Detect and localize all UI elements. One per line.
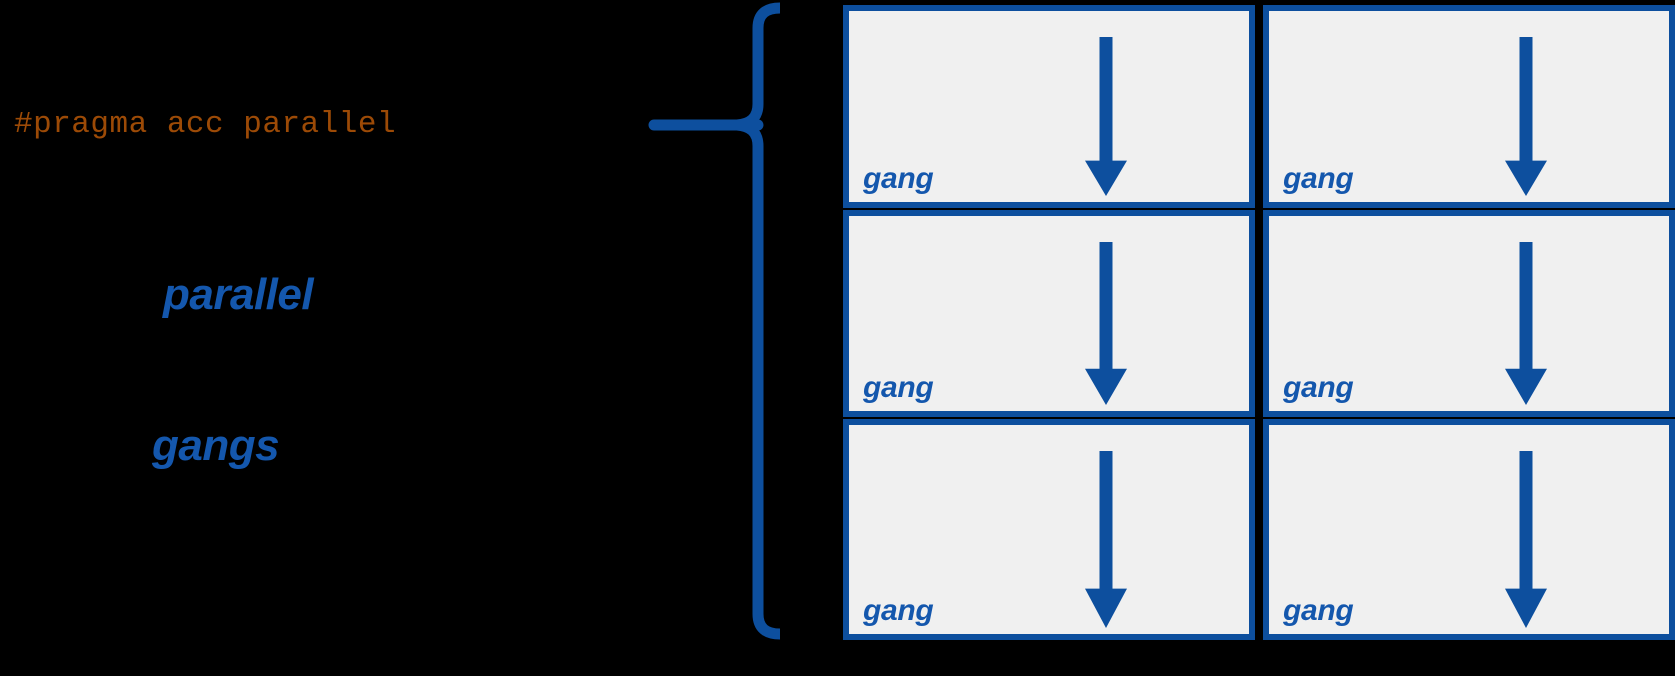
- gang-cell: gang: [1263, 419, 1675, 640]
- down-arrow-icon: [1085, 242, 1127, 405]
- gang-label: gang: [1283, 162, 1354, 195]
- gang-label: gang: [1283, 594, 1354, 627]
- gang-cell: gang: [1263, 5, 1675, 208]
- down-arrow-icon: [1505, 451, 1547, 628]
- gang-label: gang: [863, 594, 934, 627]
- annotation-parallel: parallel: [163, 270, 314, 319]
- pragma-code-text: #pragma acc parallel: [14, 107, 397, 142]
- gang-grid: gang gang gang gang: [843, 5, 1675, 640]
- down-arrow-icon: [1505, 242, 1547, 405]
- gang-label: gang: [1283, 371, 1354, 404]
- gang-label: gang: [863, 371, 934, 404]
- annotation-gangs: gangs: [152, 421, 280, 470]
- down-arrow-icon: [1505, 37, 1547, 196]
- gang-cell: gang: [843, 210, 1255, 417]
- gang-cell: gang: [843, 419, 1255, 640]
- gang-cell: gang: [843, 5, 1255, 208]
- curly-brace-icon: [648, 2, 780, 640]
- gang-label: gang: [863, 162, 934, 195]
- down-arrow-icon: [1085, 451, 1127, 628]
- gang-cell: gang: [1263, 210, 1675, 417]
- down-arrow-icon: [1085, 37, 1127, 196]
